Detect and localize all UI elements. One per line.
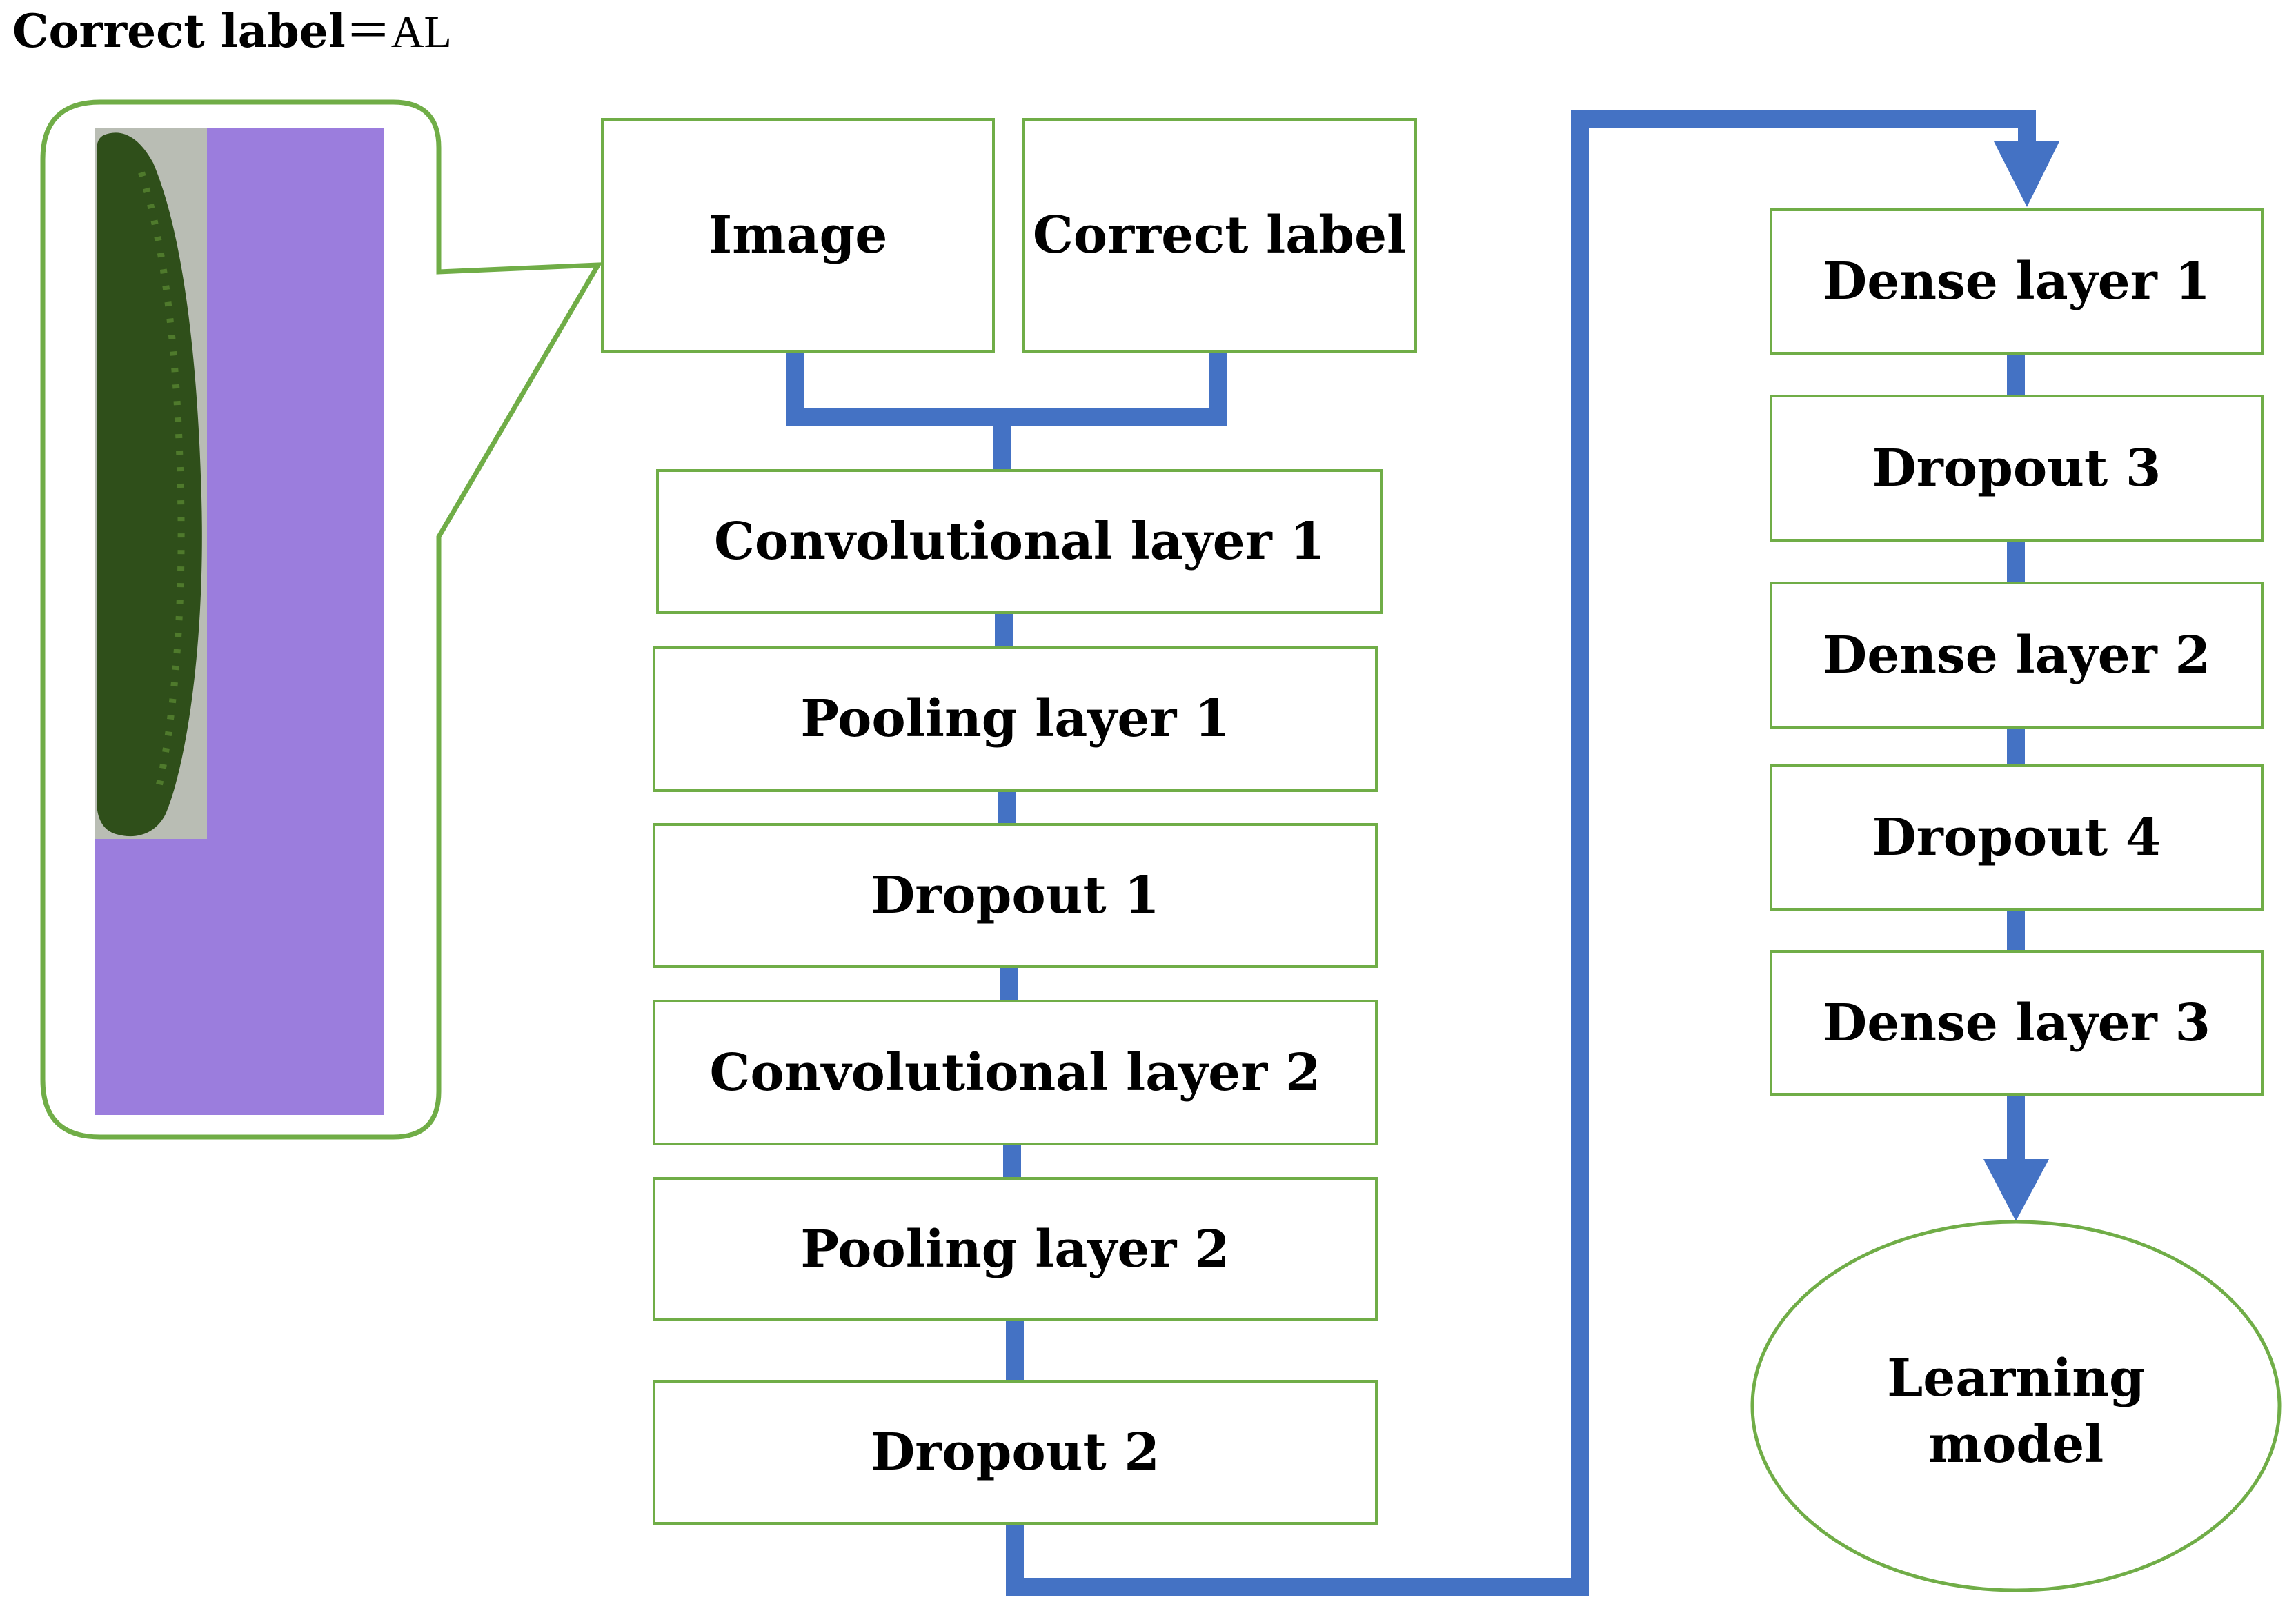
dropout-3-box: Dropout 3 [1770,395,2264,542]
learning-model-label: Learning model [1887,1349,2145,1474]
pooling-layer-2-label: Pooling layer 2 [800,1219,1230,1279]
correct-label-caption: Correct label＝AL [12,0,452,63]
image-input-label: Image [708,206,888,265]
dropout-1-box: Dropout 1 [653,823,1378,968]
dense-layer-2-box: Dense layer 2 [1770,582,2264,729]
pooling-layer-1-label: Pooling layer 1 [800,689,1230,749]
dense-layer-3-box: Dense layer 3 [1770,950,2264,1096]
dense-layer-1-label: Dense layer 1 [1823,252,2210,311]
cucumber-icon [97,132,202,837]
conv-layer-1-label: Convolutional layer 1 [714,512,1325,571]
dropout-4-box: Dropout 4 [1770,764,2264,911]
caption-value: AL [390,7,452,57]
dropout-4-label: Dropout 4 [1872,808,2161,867]
pooling-layer-1-box: Pooling layer 1 [653,646,1378,792]
arrowhead-into-dense1 [1994,141,2059,207]
arrowhead-into-output [1983,1159,2049,1221]
cucumber-highlight [138,171,185,795]
conv-layer-2-label: Convolutional layer 2 [709,1042,1321,1102]
dense-layer-1-box: Dense layer 1 [1770,208,2264,355]
correct-label-input-box: Correct label [1022,118,1417,353]
conv-layer-1-box: Convolutional layer 1 [656,469,1383,614]
dense-layer-3-label: Dense layer 3 [1823,993,2210,1053]
dropout-2-label: Dropout 2 [871,1423,1160,1482]
dropout-2-box: Dropout 2 [653,1380,1378,1525]
correct-label-input-label: Correct label [1032,206,1407,265]
learning-model-node: Learning model [1750,1219,2282,1593]
caption-label: Correct label [12,4,346,58]
conv-layer-2-box: Convolutional layer 2 [653,1000,1378,1145]
dropout2-to-dense1 [1006,110,2036,1596]
dense-layer-2-label: Dense layer 2 [1823,625,2210,685]
pooling-layer-2-box: Pooling layer 2 [653,1177,1378,1321]
caption-equals: ＝ [345,7,391,57]
merge-connector [786,353,1227,426]
flow-connectors [786,110,2036,1596]
dropout-3-label: Dropout 3 [1872,438,2161,498]
dropout-1-label: Dropout 1 [871,866,1160,925]
output-ellipse-shape [1750,1220,2282,1592]
image-input-box: Image [601,118,995,353]
